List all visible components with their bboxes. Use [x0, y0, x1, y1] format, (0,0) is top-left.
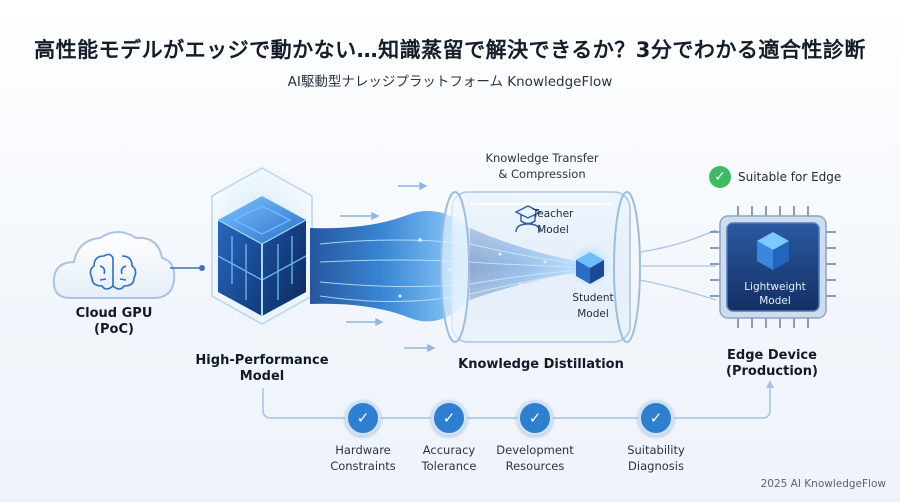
suitable-for-edge-label: Suitable for Edge [738, 170, 842, 184]
accuracy-check-icon: ✓ [431, 400, 467, 436]
distillation-tube [440, 191, 641, 343]
edge-device-label: Edge Device (Production) [726, 348, 818, 379]
page-subtitle: AI駆動型ナレッジプラットフォーム KnowledgeFlow [287, 74, 613, 90]
resources-check-icon: ✓ [517, 400, 553, 436]
lightweight-model-label: Lightweight Model [744, 281, 806, 307]
cloud-icon [52, 231, 176, 299]
page-title: 高性能モデルがエッジで動かない…知識蒸留で解決できるか？3分でわかる適合性診断 [34, 38, 866, 62]
knowledge-transfer-label: Knowledge Transfer & Compression [485, 151, 599, 181]
check-icon: ✓ [709, 166, 731, 188]
accuracy-tolerance-label: Accuracy Tolerance [421, 443, 477, 473]
teacher-model-label: Teacher Model [532, 208, 574, 236]
hardware-constraints-label: Hardware Constraints [330, 443, 396, 473]
brain-icon [89, 253, 137, 290]
cloud-gpu-label: Cloud GPU (PoC) [75, 306, 153, 337]
suitability-diagnosis-label: Suitability Diagnosis [627, 443, 685, 473]
hardware-check-icon: ✓ [345, 400, 381, 436]
knowledge-distillation-label: Knowledge Distillation [458, 357, 624, 372]
diagnosis-check-icon: ✓ [638, 400, 674, 436]
cube-icon [217, 196, 307, 316]
development-resources-label: Development Resources [496, 443, 574, 473]
student-model-label: Student Model [572, 292, 614, 320]
high-performance-model-label: High-Performance Model [195, 353, 329, 384]
footer-copyright: 2025 AI KnowledgeFlow [760, 478, 886, 490]
chip-icon [710, 206, 836, 328]
student-cube-icon [568, 244, 612, 288]
graduation-cap-icon [514, 205, 542, 233]
